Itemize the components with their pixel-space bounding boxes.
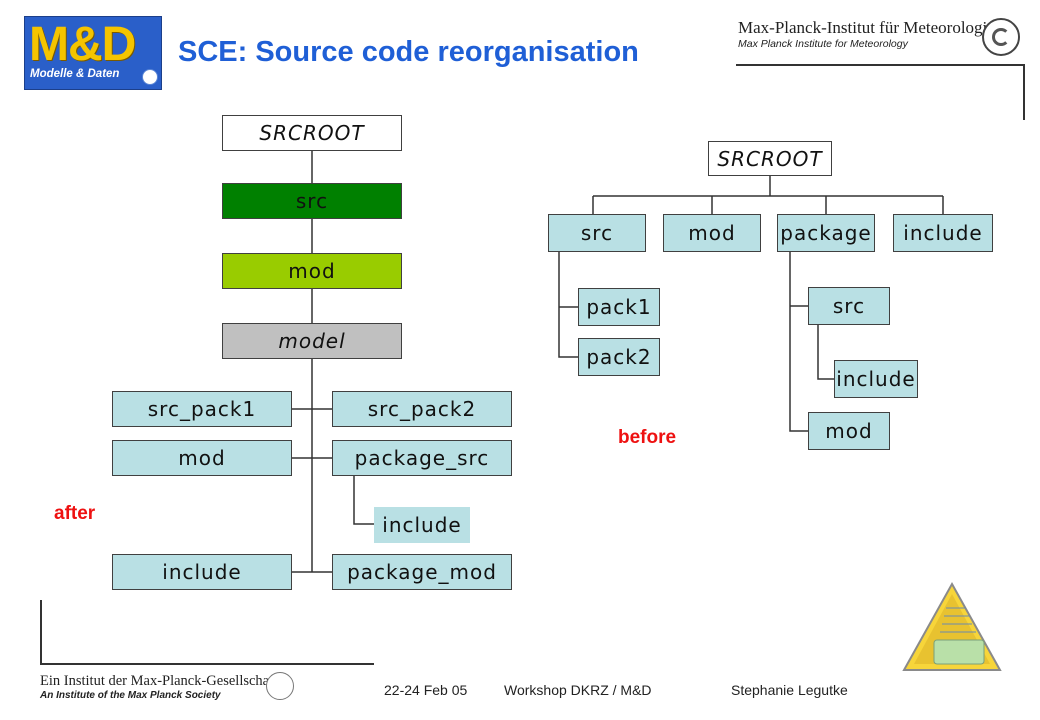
institute-name: Max-Planck-Institut für Meteorologie xyxy=(738,18,995,37)
md-logo: M&D Modelle & Daten xyxy=(24,16,162,90)
footer-rule xyxy=(40,663,374,665)
header-rule-vertical xyxy=(1023,64,1025,120)
footer-author: Stephanie Legutke xyxy=(731,682,848,698)
footer-date: 22-24 Feb 05 xyxy=(384,682,468,698)
before-node-pack1: pack1 xyxy=(578,288,660,326)
footer-rule-vertical xyxy=(40,600,42,664)
footer-institute: Ein Institut der Max-Planck-Gesellschaft xyxy=(40,673,278,689)
before-node-package-include: include xyxy=(834,360,918,398)
before-node-package-mod: mod xyxy=(808,412,890,450)
md-logo-subtitle: Modelle & Daten xyxy=(30,68,120,80)
after-node-include-inner: include xyxy=(374,507,470,543)
after-node-model: model xyxy=(222,323,402,359)
globe-icon xyxy=(142,69,158,85)
minerva-seal-icon xyxy=(266,672,294,700)
before-node-src: src xyxy=(548,214,646,252)
after-node-src-pack2: src_pack2 xyxy=(332,391,512,427)
after-node-package-mod: package_mod xyxy=(332,554,512,590)
mpi-seal-icon xyxy=(982,18,1020,56)
before-node-include: include xyxy=(893,214,993,252)
before-node-pack2: pack2 xyxy=(578,338,660,376)
header-rule xyxy=(736,64,1024,66)
after-node-src: src xyxy=(222,183,402,219)
before-label: before xyxy=(618,427,677,448)
institute-name-english: Max Planck Institute for Meteorology xyxy=(738,38,908,50)
after-label: after xyxy=(54,503,96,524)
after-node-src-pack1: src_pack1 xyxy=(112,391,292,427)
page-title: SCE: Source code reorganisation xyxy=(178,36,639,68)
after-node-package-src: package_src xyxy=(332,440,512,476)
after-node-include: include xyxy=(112,554,292,590)
after-node-mod: mod xyxy=(222,253,402,289)
after-node-mod-2: mod xyxy=(112,440,292,476)
footer-event: Workshop DKRZ / M&D xyxy=(504,682,652,698)
md-logo-text: M&D xyxy=(29,18,136,71)
before-node-mod: mod xyxy=(663,214,761,252)
after-node-srcroot: SRCROOT xyxy=(222,115,402,151)
before-node-package-src: src xyxy=(808,287,890,325)
before-node-package: package xyxy=(777,214,875,252)
footer-institute-english: An Institute of the Max Planck Society xyxy=(40,690,221,701)
prism-logo-icon xyxy=(902,581,1002,671)
before-node-srcroot: SRCROOT xyxy=(708,141,832,176)
